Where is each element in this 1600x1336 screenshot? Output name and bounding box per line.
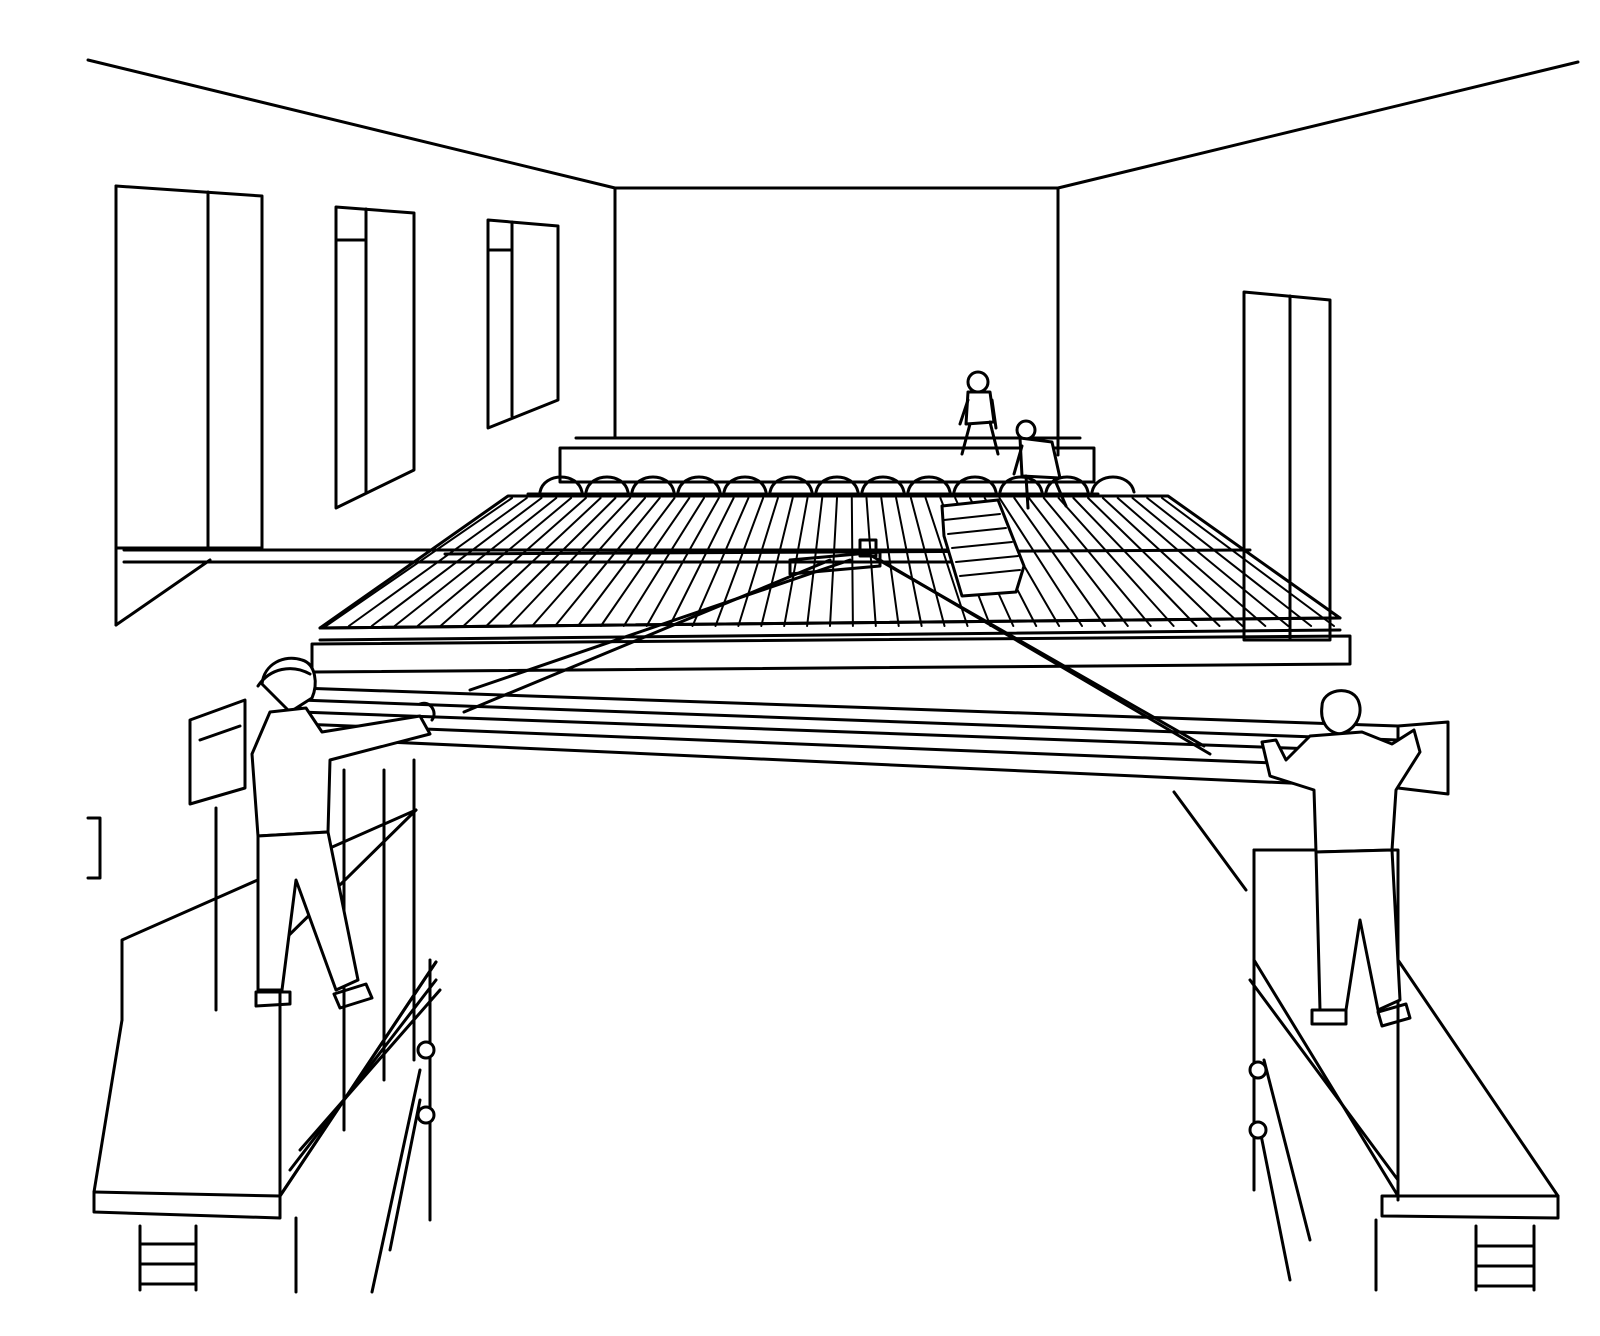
window-right	[1242, 290, 1332, 642]
deck-plank	[1013, 497, 1106, 627]
deck-plank	[1131, 497, 1290, 627]
deck-plank	[1072, 497, 1198, 627]
deck-plank	[1101, 497, 1244, 627]
plank-stack	[940, 498, 1026, 598]
deck-planks	[325, 497, 1335, 627]
deck-plank	[554, 497, 661, 627]
deck-plank	[865, 497, 877, 627]
deck-plank	[531, 497, 646, 627]
deck-plank	[508, 497, 632, 627]
trough-slab	[860, 475, 906, 494]
deck-plank	[1146, 497, 1313, 627]
deck-plank	[1161, 497, 1335, 627]
trough-slab	[814, 475, 860, 494]
lifting-cables	[462, 538, 1212, 756]
deck-plank	[924, 497, 969, 627]
deck-plank	[668, 497, 735, 627]
trough-slab	[630, 475, 676, 494]
trough-slab	[952, 475, 998, 494]
deck-plank	[909, 497, 946, 627]
trough-slab	[1044, 475, 1090, 494]
window-left-2	[334, 205, 416, 510]
deck-plank	[622, 497, 705, 627]
window-left-1	[114, 184, 264, 627]
worker-right	[1260, 689, 1422, 1028]
deck-plank	[1042, 497, 1152, 627]
trough-slab	[906, 475, 952, 494]
trough-slab	[676, 475, 722, 494]
trough-slab	[584, 475, 630, 494]
deck-plank	[1116, 497, 1267, 627]
deck-plank	[577, 497, 676, 627]
deck-plank	[806, 497, 824, 627]
trough-slab-row	[526, 475, 1136, 496]
worker-far-1	[958, 370, 1000, 456]
deck-plank	[416, 497, 573, 627]
trough-slab	[1090, 475, 1136, 494]
deck-plank	[691, 497, 750, 627]
deck-plank	[485, 497, 617, 627]
deck-plank	[1028, 497, 1129, 627]
scaffold-right	[1172, 790, 1560, 1292]
trough-slab	[768, 475, 814, 494]
trough-slab	[538, 475, 584, 494]
worker-far-2	[1012, 419, 1068, 510]
deck-plank	[829, 497, 838, 627]
trough-slab	[722, 475, 768, 494]
deck-plank	[880, 497, 900, 627]
far-beam	[558, 436, 1096, 484]
deck-plank	[998, 497, 1083, 627]
deck-plank	[1057, 497, 1175, 627]
deck-plank	[850, 497, 854, 627]
deck-plank	[347, 497, 528, 627]
deck-plank	[1087, 497, 1221, 627]
deck-plank	[462, 497, 602, 627]
back-wall	[613, 186, 1060, 457]
deck-plank	[439, 497, 587, 627]
ceiling-lines	[86, 58, 1580, 190]
deck-plank	[370, 497, 543, 627]
trough-slab	[998, 475, 1044, 494]
worker-left	[250, 656, 436, 1010]
deck-plank	[895, 497, 923, 627]
deck-plank	[599, 497, 691, 627]
deck-plank	[393, 497, 558, 627]
deck-plank	[325, 497, 513, 627]
deck-plank	[783, 497, 809, 627]
deck-plank	[760, 497, 794, 627]
deck-plank	[737, 497, 779, 627]
deck-plank	[645, 497, 720, 627]
window-left-3	[486, 218, 560, 430]
